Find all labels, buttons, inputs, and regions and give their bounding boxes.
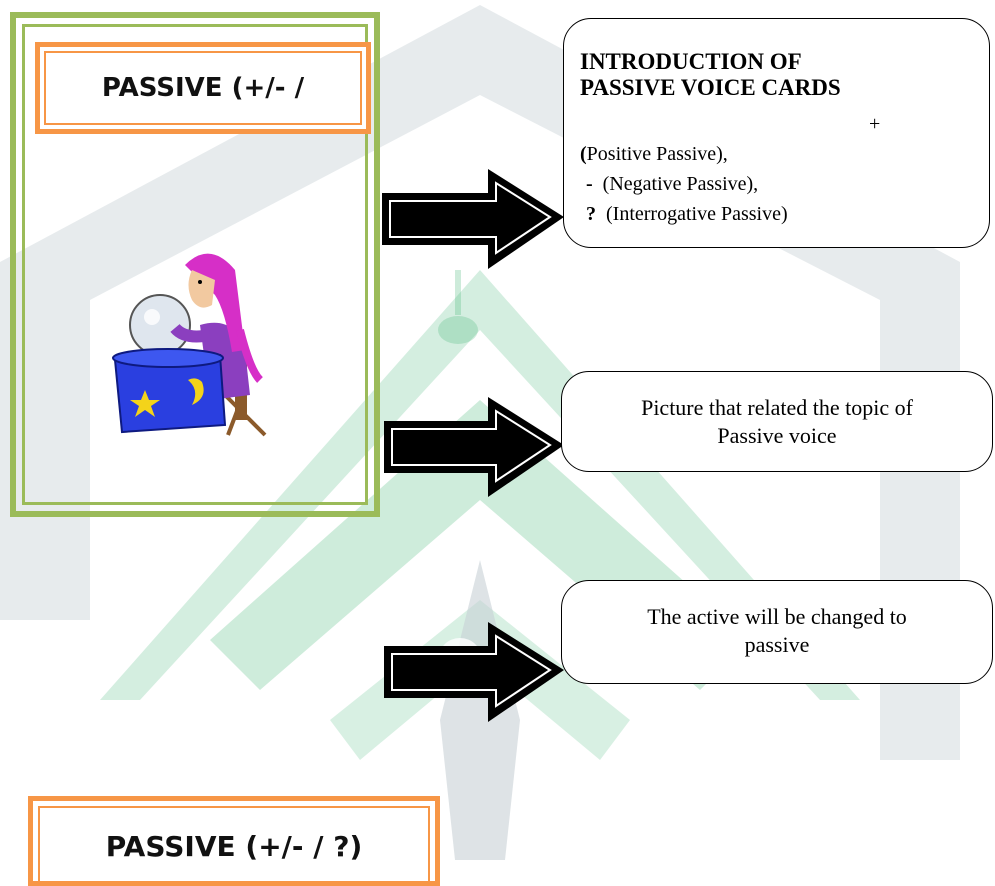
intro-item-negative: -(Negative Passive),: [586, 173, 758, 196]
intro-title-line2: PASSIVE VOICE CARDS: [580, 75, 841, 100]
active-box: The active will be changed to passive: [561, 580, 993, 684]
intro-item-interrogative: ? (Interrogative Passive): [586, 203, 788, 226]
passive-card-bottom: PASSIVE (+/- / ?): [28, 796, 440, 886]
item-text: (Negative Passive),: [602, 173, 759, 195]
active-box-line1: The active will be changed to: [647, 604, 907, 629]
arrow-right-icon: [382, 169, 564, 269]
item-text: Positive Passive),: [586, 143, 728, 165]
item-sign: -: [586, 173, 593, 195]
bottom-card-title: PASSIVE (+/- / ?): [38, 806, 430, 881]
picture-box: Picture that related the topic of Passiv…: [561, 371, 993, 472]
card-title: PASSIVE (+/- /: [44, 51, 362, 125]
intro-title-line1: INTRODUCTION OF: [580, 49, 802, 74]
arrow-right-icon: [384, 622, 564, 722]
intro-item-positive: (Positive Passive),: [580, 143, 728, 166]
plus-sign: +: [869, 113, 881, 135]
intro-box-title: INTRODUCTION OF PASSIVE VOICE CARDS: [580, 49, 841, 101]
intro-box: INTRODUCTION OF PASSIVE VOICE CARDS + (P…: [563, 18, 990, 248]
item-sign: (: [580, 143, 587, 165]
item-text: (Interrogative Passive): [606, 203, 788, 225]
fortune-teller-image: [112, 253, 267, 437]
item-sign: ?: [586, 203, 596, 225]
picture-box-line2: Passive voice: [717, 423, 837, 448]
card-title-box: PASSIVE (+/- /: [35, 42, 371, 134]
active-box-line2: passive: [744, 632, 810, 657]
picture-box-line1: Picture that related the topic of: [641, 395, 913, 420]
arrow-right-icon: [384, 397, 564, 497]
